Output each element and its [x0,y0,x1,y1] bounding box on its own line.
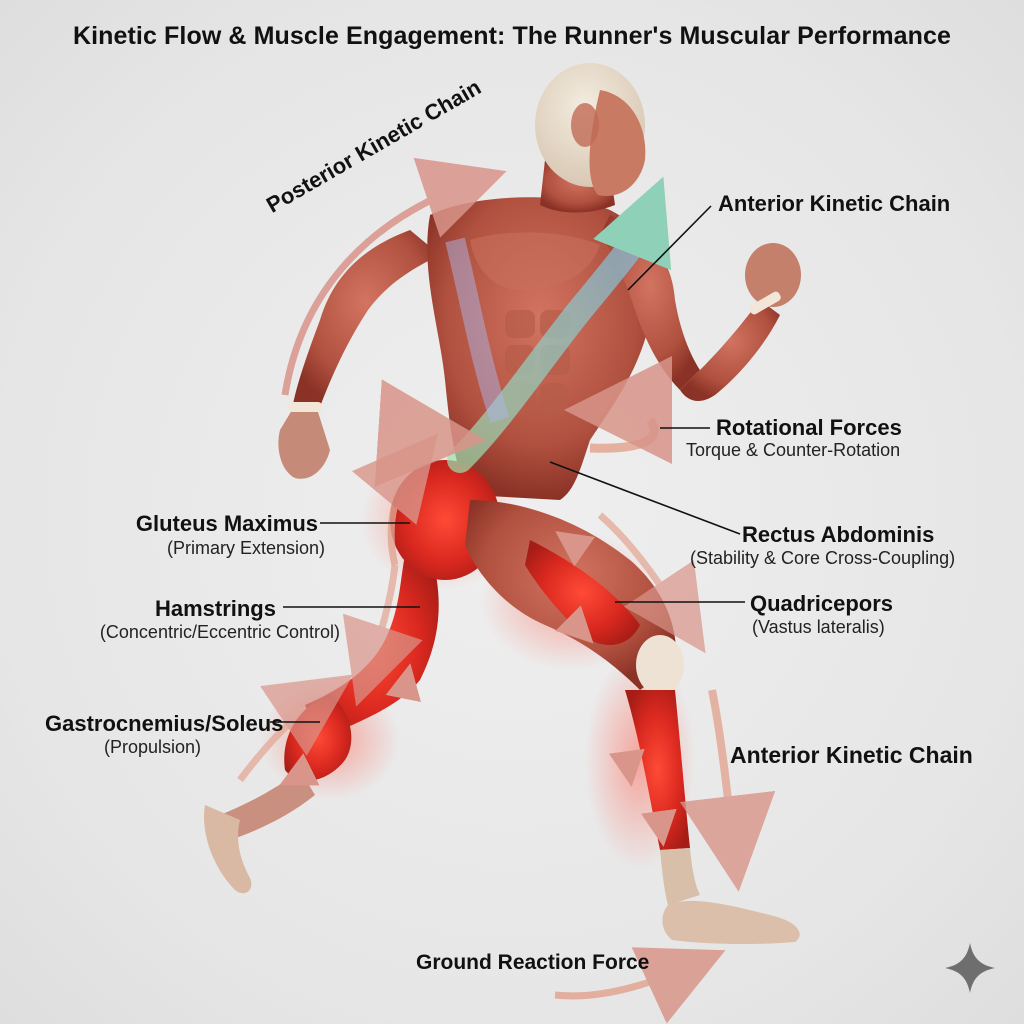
label-gastrocnemius-soleus: Gastrocnemius/Soleus [45,711,284,736]
sparkle-icon [945,943,995,993]
front-foot [662,900,800,945]
label-rotational-forces-sub: Torque & Counter-Rotation [686,440,901,460]
calf-up-arrow [237,674,354,783]
quadriceps-muscle [525,540,640,645]
label-hamstrings: Hamstrings [154,596,276,621]
quad-down-arrow [597,512,706,654]
label-rectus-abdominis: Rectus Abdominis [742,522,935,547]
label-quadriceps: Quadricepors [750,591,894,616]
back-wrist-band [288,402,322,412]
front-wrist-band [749,291,781,315]
label-ground-reaction-force: Ground Reaction Force [416,951,650,974]
face-muscles [589,90,646,196]
label-quadriceps-sub: (Vastus lateralis) [752,617,885,637]
gluteus-up-arrow [351,433,438,566]
label-hamstrings-sub: (Concentric/Eccentric Control) [99,622,340,642]
label-anterior-kinetic-chain-top: Anterior Kinetic Chain [718,191,951,216]
leader-lines [270,205,745,723]
label-gastrocnemius-soleus-sub: (Propulsion) [104,737,202,757]
front-forearm [680,300,780,402]
ear [571,103,599,147]
label-gluteus-maximus-sub: (Primary Extension) [166,538,325,558]
label-gluteus-maximus: Gluteus Maximus [135,511,318,536]
anterior-chain-arrow [593,176,672,271]
rear-lower-leg [220,770,315,840]
posterior-chain-arrow [281,157,507,396]
label-anterior-kinetic-chain-bottom: Anterior Kinetic Chain [730,742,973,768]
rotational-arrow-left [374,379,486,488]
back-upper-arm [292,230,440,412]
label-rectus-abdominis-sub: (Stability & Core Cross-Coupling) [690,548,956,568]
posterior-chain-band [445,237,510,424]
ankle [660,848,700,905]
label-rotational-forces: Rotational Forces [716,415,902,440]
back-hand [278,410,330,479]
diagram-title: Kinetic Flow & Muscle Engagement: The Ru… [72,22,952,50]
hamstring-down-arrow [342,564,423,707]
anterior-chain-down-arrow [679,689,776,892]
rear-foot [204,805,252,894]
front-fist [745,243,801,307]
knee [636,635,684,695]
ground-reaction-arrow [554,947,726,1024]
chest [470,232,600,290]
